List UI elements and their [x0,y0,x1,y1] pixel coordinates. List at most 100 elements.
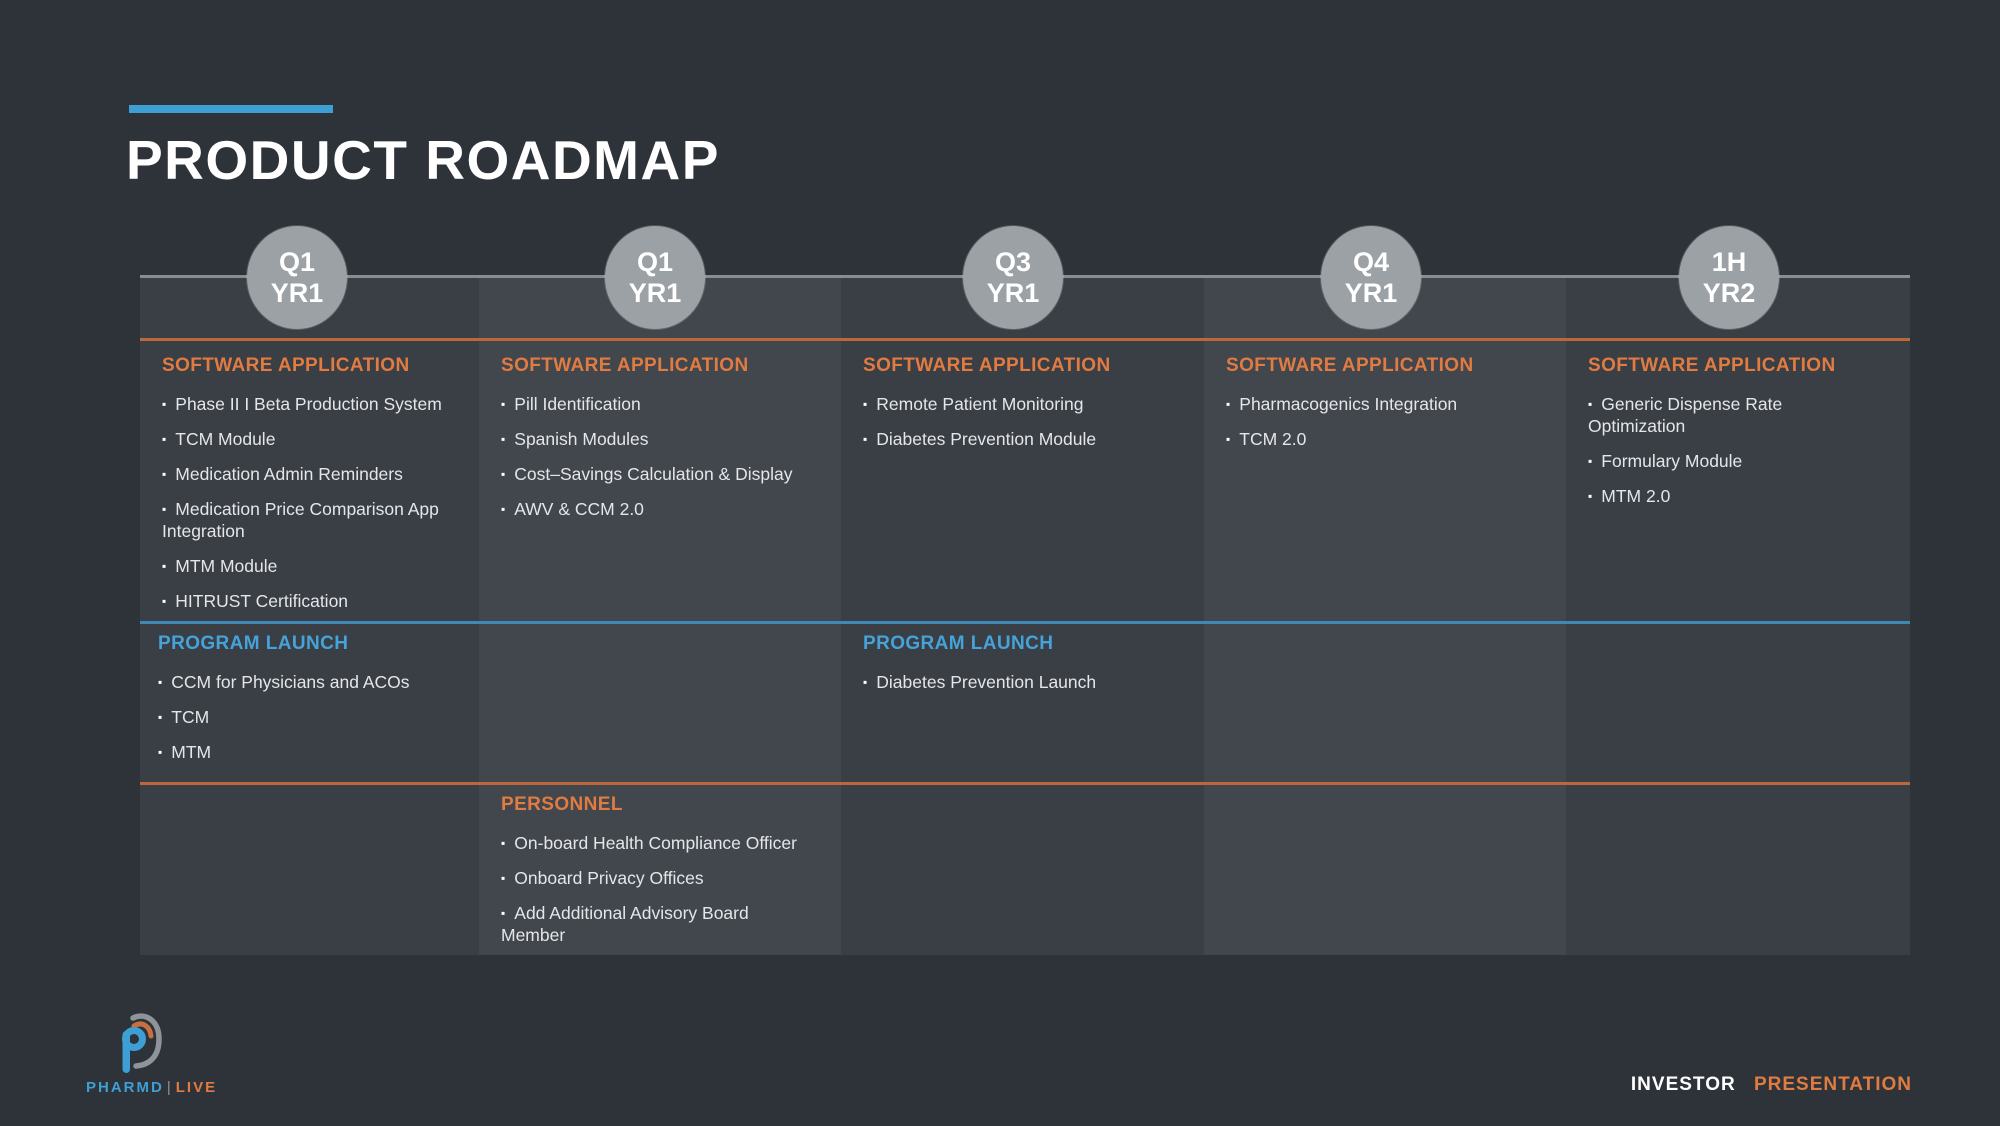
item-text: Medication Price Comparison App Integrat… [162,499,439,541]
item-text: Spanish Modules [514,429,649,449]
milestone-circle-q3-yr1: Q3 YR1 [963,226,1063,329]
roadmap-item: ▪ Medication Admin Reminders [162,463,467,485]
roadmap-item: ▪ On-board Health Compliance Officer [501,832,806,854]
roadmap-item: ▪ Pill Identification [501,393,821,415]
milestone-circle-1h-yr2: 1H YR2 [1679,226,1779,329]
col3-program-launch-section: PROGRAM LAUNCH ▪Diabetes Prevention Laun… [863,633,1193,706]
roadmap-item: ▪MTM [158,741,463,763]
item-text: TCM Module [175,429,276,449]
bullet-square-icon: ▪ [162,397,167,411]
section-heading: SOFTWARE APPLICATION [1226,355,1474,376]
roadmap-item: ▪Medication Price Comparison App Integra… [162,498,467,542]
roadmap-item: ▪Add Additional Advisory Board Member [501,902,806,946]
milestone-quarter: 1H [1711,246,1747,277]
bullet-square-icon: ▪ [158,675,163,689]
footer-right-label: INVESTOR PRESENTATION [1631,1074,1912,1096]
item-list: ▪Pill Identification ▪Spanish Modules ▪C… [501,393,821,520]
section-heading: SOFTWARE APPLICATION [863,355,1111,376]
brand-secondary: LIVE [175,1079,218,1096]
divider-orange-top [140,338,1910,341]
item-list: ▪Generic Dispense Rate Optimization ▪For… [1588,393,1818,507]
item-text: Phase II I Beta Production System [175,394,442,414]
title-accent-rule [129,105,333,113]
roadmap-item: ▪Spanish Modules [501,428,821,450]
roadmap-item: ▪HITRUST Certification [162,590,467,612]
bullet-square-icon: ▪ [501,467,506,481]
item-text: Onboard Privacy Offices [514,868,704,888]
milestone-circle-q1-yr1-2: Q1 YR1 [605,226,705,329]
roadmap-item: ▪CCM for Physicians and ACOs [158,671,463,693]
bullet-square-icon: ▪ [162,467,167,481]
section-heading: SOFTWARE APPLICATION [1588,355,1836,376]
milestone-year: YR1 [986,277,1040,308]
roadmap-item: ▪ AWV & CCM 2.0 [501,498,821,520]
item-text: TCM 2.0 [1239,429,1307,449]
bullet-square-icon: ▪ [1588,454,1593,468]
item-list: ▪ Phase II I Beta Production System ▪ TCM … [162,393,467,612]
bullet-square-icon: ▪ [162,594,167,608]
item-text: Add Additional Advisory Board Member [501,903,749,945]
roadmap-item: ▪ Cost–Savings Calculation & Display [501,463,821,485]
bullet-square-icon: ▪ [501,906,506,920]
milestone-quarter: Q4 [1352,246,1390,277]
bullet-square-icon: ▪ [501,836,506,850]
bullet-square-icon: ▪ [1226,397,1231,411]
col3-software-application-section: SOFTWARE APPLICATION ▪ Remote Patient Mon… [863,355,1193,463]
item-text: Remote Patient Monitoring [876,394,1084,414]
bullet-square-icon: ▪ [863,675,868,689]
item-list: ▪CCM for Physicians and ACOs ▪TCM ▪MTM [158,671,463,763]
bullet-square-icon: ▪ [501,397,506,411]
column-background-5 [1566,278,1910,955]
item-text: AWV & CCM 2.0 [514,499,644,519]
milestone-year: YR1 [270,277,324,308]
item-text: Generic Dispense Rate Optimization [1588,394,1783,436]
item-text: Cost–Savings Calculation & Display [514,464,793,484]
item-list: ▪ On-board Health Compliance Officer ▪ Onb… [501,832,806,946]
item-text: Formulary Module [1601,451,1743,471]
roadmap-item: ▪ Phase II I Beta Production System [162,393,467,415]
item-list: ▪ Pharmacogenics Integration ▪TCM 2.0 [1226,393,1546,450]
item-text: On-board Health Compliance Officer [514,833,797,853]
brand-primary: PHARMD [86,1079,164,1096]
roadmap-item: ▪MTM Module [162,555,467,577]
bullet-square-icon: ▪ [162,559,167,573]
roadmap-item: ▪TCM 2.0 [1226,428,1546,450]
col2-software-application-section: SOFTWARE APPLICATION ▪ Pill Identificatio… [501,355,821,533]
roadmap-item: ▪Diabetes Prevention Module [863,428,1193,450]
bullet-square-icon: ▪ [158,710,163,724]
bullet-square-icon: ▪ [863,397,868,411]
col1-software-application-section: SOFTWARE APPLICATION ▪Phase II I Beta Pr… [162,355,467,625]
item-list: ▪Diabetes Prevention Launch [863,671,1193,693]
column-background-3 [841,278,1204,955]
bullet-square-icon: ▪ [1588,397,1593,411]
roadmap-item: ▪Generic Dispense Rate Optimization [1588,393,1818,437]
divider-orange-bottom [140,782,1910,785]
milestone-year: YR1 [1344,277,1398,308]
bullet-square-icon: ▪ [501,502,506,516]
milestone-quarter: Q3 [994,246,1032,277]
section-heading: PROGRAM LAUNCH [158,633,349,654]
milestone-quarter: Q1 [636,246,674,277]
item-text: Medication Admin Reminders [175,464,403,484]
column-background-4 [1204,278,1566,955]
bullet-square-icon: ▪ [162,432,167,446]
section-heading: PERSONNEL [501,794,623,815]
section-heading: SOFTWARE APPLICATION [501,355,749,376]
footer-investor-text: INVESTOR [1630,1074,1736,1095]
milestone-circle-q1-yr1: Q1 YR1 [247,226,347,329]
roadmap-item: ▪ Remote Patient Monitoring [863,393,1193,415]
bullet-square-icon: ▪ [162,502,167,516]
roadmap-item: ▪Diabetes Prevention Launch [863,671,1193,693]
roadmap-item: ▪ Formulary Module [1588,450,1818,472]
col1-program-launch-section: PROGRAM LAUNCH ▪CCM for Physicians and A… [158,633,463,776]
divider-blue-middle [140,621,1910,624]
item-text: MTM 2.0 [1601,486,1671,506]
col2-personnel-section: PERSONNEL ▪ On-board Health Compliance Of… [501,794,806,959]
pharmdlive-logo-icon [120,1012,164,1074]
item-text: Pharmacogenics Integration [1239,394,1458,414]
milestone-year: YR2 [1702,277,1756,308]
item-text: Pill Identification [514,394,641,414]
page-title: PRODUCT ROADMAP [126,129,720,191]
item-text: MTM [171,742,212,762]
